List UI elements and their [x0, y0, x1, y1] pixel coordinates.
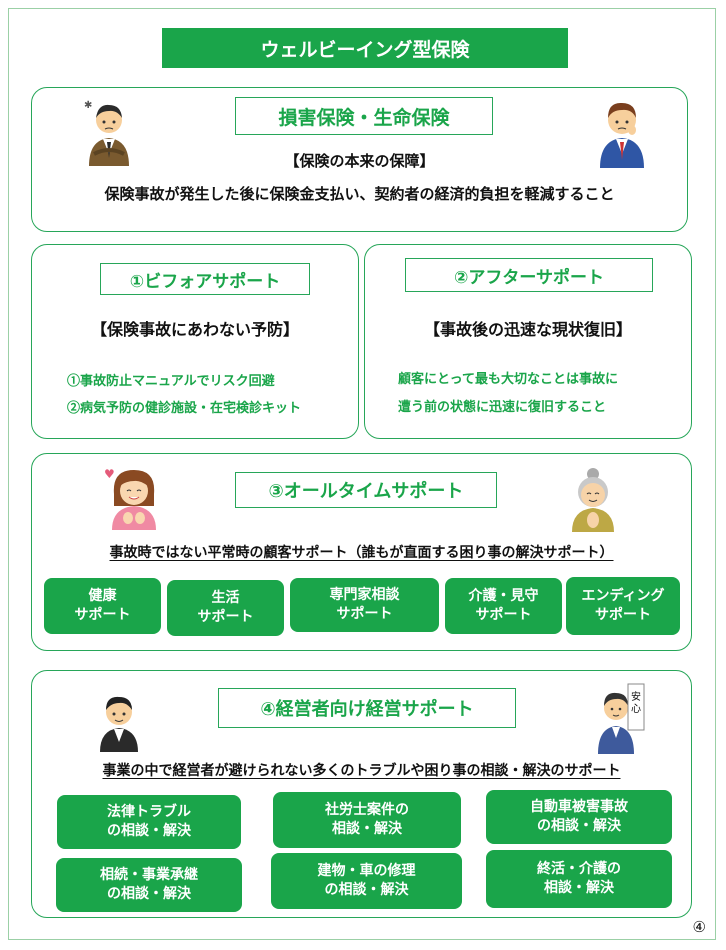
ending-support-button[interactable]: エンディング サポート — [566, 577, 680, 635]
after-support-text-2: 遭う前の状態に迅速に復旧すること — [398, 400, 607, 415]
svg-text:✱: ✱ — [84, 100, 92, 111]
businessman-illustration — [100, 696, 138, 752]
page-title: ウェルビーイング型保険 — [162, 28, 568, 68]
sign-text: 安心 — [631, 692, 641, 715]
life-support-button[interactable]: 生活 サポート — [167, 580, 284, 636]
expert-consultation-button[interactable]: 専門家相談 サポート — [290, 578, 439, 632]
legal-trouble-button[interactable]: 法律トラブル の相談・解決 — [57, 795, 241, 849]
alltime-support-label: ③オールタイムサポート — [235, 472, 497, 508]
insurance-description: 保険事故が発生した後に保険金支払い、契約者の経済的負担を軽減すること — [104, 185, 615, 203]
before-support-item-1: ①事故防止マニュアルでリスク回避 — [67, 374, 275, 389]
health-support-button[interactable]: 健康 サポート — [44, 578, 161, 634]
elderly-woman-illustration — [572, 468, 614, 532]
page-frame — [8, 8, 716, 940]
inheritance-succession-button[interactable]: 相続・事業承継 の相談・解決 — [56, 858, 242, 912]
before-support-heading: 【保険事故にあわない予防】 — [90, 320, 299, 339]
building-car-repair-button[interactable]: 建物・車の修理 の相談・解決 — [271, 853, 462, 909]
page-number: ④ — [692, 918, 706, 936]
end-of-life-care-button[interactable]: 終活・介護の 相談・解決 — [486, 850, 672, 908]
management-support-description: 事業の中で経営者が避けられない多くのトラブルや困り事の相談・解決のサポート — [102, 763, 621, 779]
businessman-with-sign-illustration — [598, 683, 645, 754]
after-support-heading: 【事故後の迅速な現状復旧】 — [423, 320, 632, 339]
car-accident-button[interactable]: 自動車被害事故 の相談・解決 — [486, 790, 672, 844]
svg-text:♥: ♥ — [104, 467, 115, 481]
concerned-man-illustration — [600, 102, 644, 168]
alltime-support-description: 事故時ではない平常時の顧客サポート（誰もが直面する困り事の解決サポート） — [109, 545, 614, 561]
smiling-woman-illustration: ♥ — [104, 467, 156, 530]
before-support-item-2: ②病気予防の健診施設・在宅検診キット — [67, 401, 302, 416]
insurance-subheading: 【保険の本来の保障】 — [284, 152, 435, 170]
nursing-care-support-button[interactable]: 介護・見守 サポート — [445, 578, 562, 634]
insurance-label: 損害保険・生命保険 — [235, 97, 493, 135]
management-support-label: ④経営者向け経営サポート — [218, 688, 516, 728]
worried-man-illustration: ✱ — [84, 100, 129, 166]
before-support-label: ①ビフォアサポート — [100, 263, 310, 295]
after-support-label: ②アフターサポート — [405, 258, 653, 292]
labor-consultant-button[interactable]: 社労士案件の 相談・解決 — [273, 792, 461, 848]
after-support-text-1: 顧客にとって最も大切なことは事故に — [398, 372, 618, 387]
